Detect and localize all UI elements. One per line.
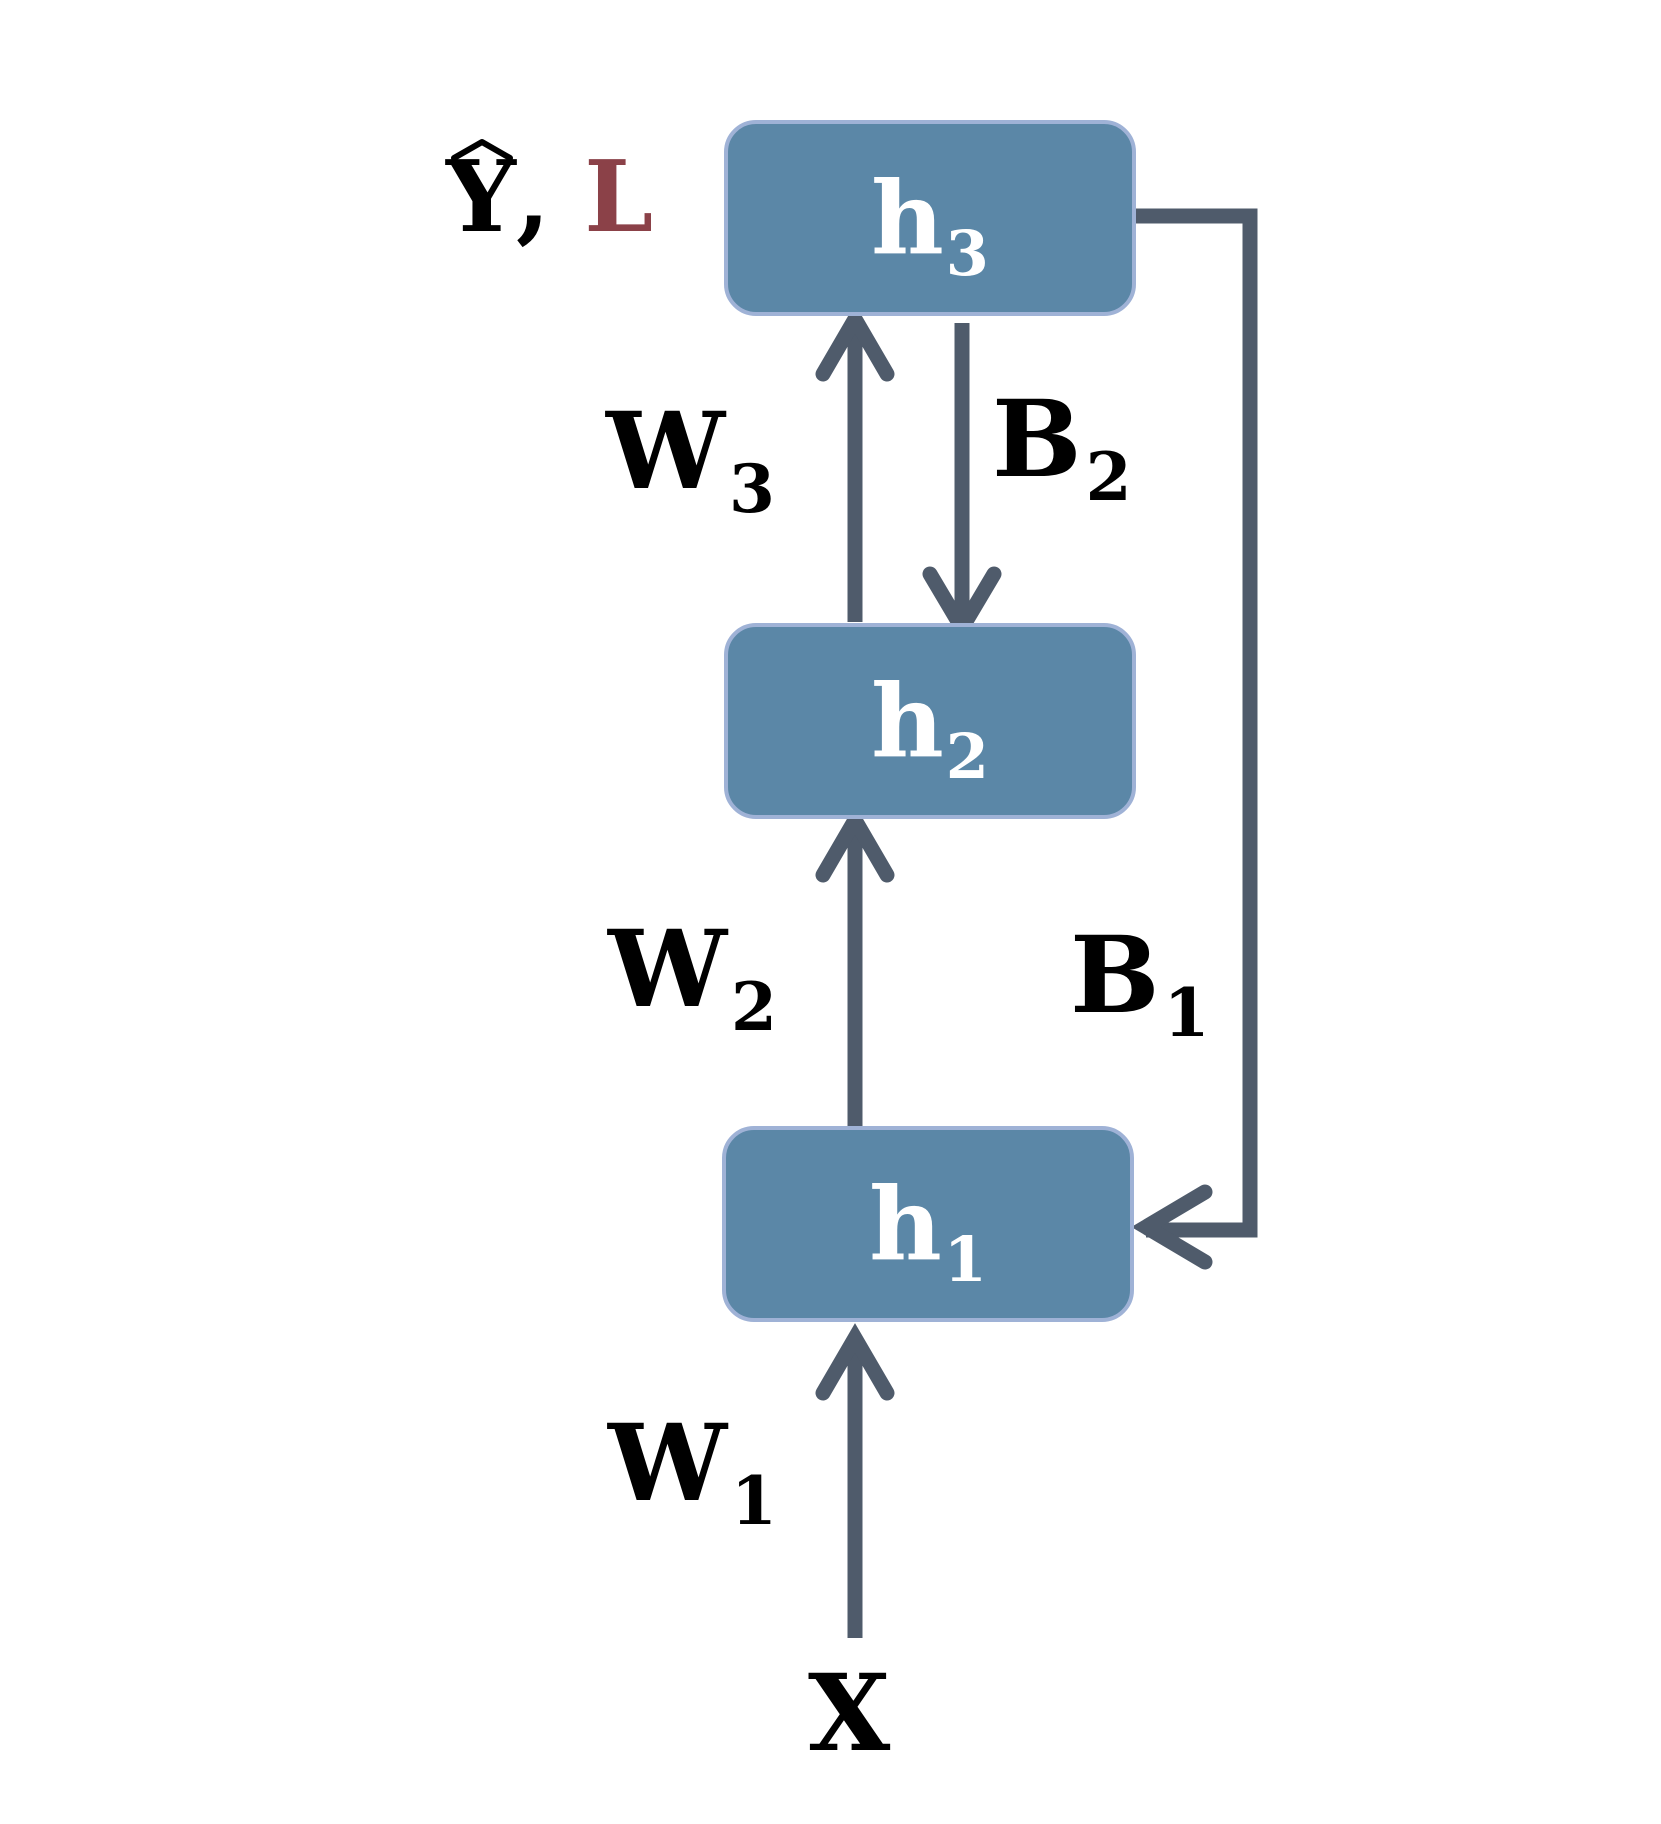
label-w2: W2 [608,906,777,1040]
label-b2-sub: 2 [1085,438,1132,516]
node-h3: h3 [724,120,1136,316]
node-h1: h1 [722,1126,1134,1322]
label-w2-sub: 2 [731,968,777,1046]
label-w1: W1 [608,1400,777,1534]
node-h2-base: h [871,662,944,780]
label-w3-base: W [606,388,726,513]
node-h3-base: h [871,159,944,277]
arrow-h1-to-h2 [815,805,895,1126]
output-loss: L [584,140,654,255]
node-h3-sub: 3 [945,217,989,290]
label-w3: W3 [606,388,775,522]
node-h2-sub: 2 [945,720,989,793]
arrow-h3-to-h1 [1131,208,1258,1270]
output-label: Y , L [446,139,654,255]
input-label: X [808,1650,891,1775]
label-b1: B1 [1070,912,1210,1046]
output-separator: , [515,140,551,255]
label-w3-sub: 3 [729,450,775,528]
label-b2: B2 [992,376,1132,510]
arrow-h2-to-h3 [815,304,895,622]
label-b2-base: B [992,376,1082,501]
label-w1-base: W [608,1400,728,1525]
node-h1-sub: 1 [943,1223,987,1296]
arrow-x-to-h1 [815,1323,895,1638]
label-w2-base: W [608,906,728,1031]
node-h1-base: h [869,1165,942,1283]
output-y-hat: Y [446,139,516,255]
label-b1-sub: 1 [1163,974,1210,1052]
arrow-h3-to-h2 [922,323,1002,643]
hat-icon [451,139,513,161]
node-h2: h2 [724,623,1136,819]
label-w1-sub: 1 [731,1462,777,1540]
label-b1-base: B [1070,912,1160,1037]
